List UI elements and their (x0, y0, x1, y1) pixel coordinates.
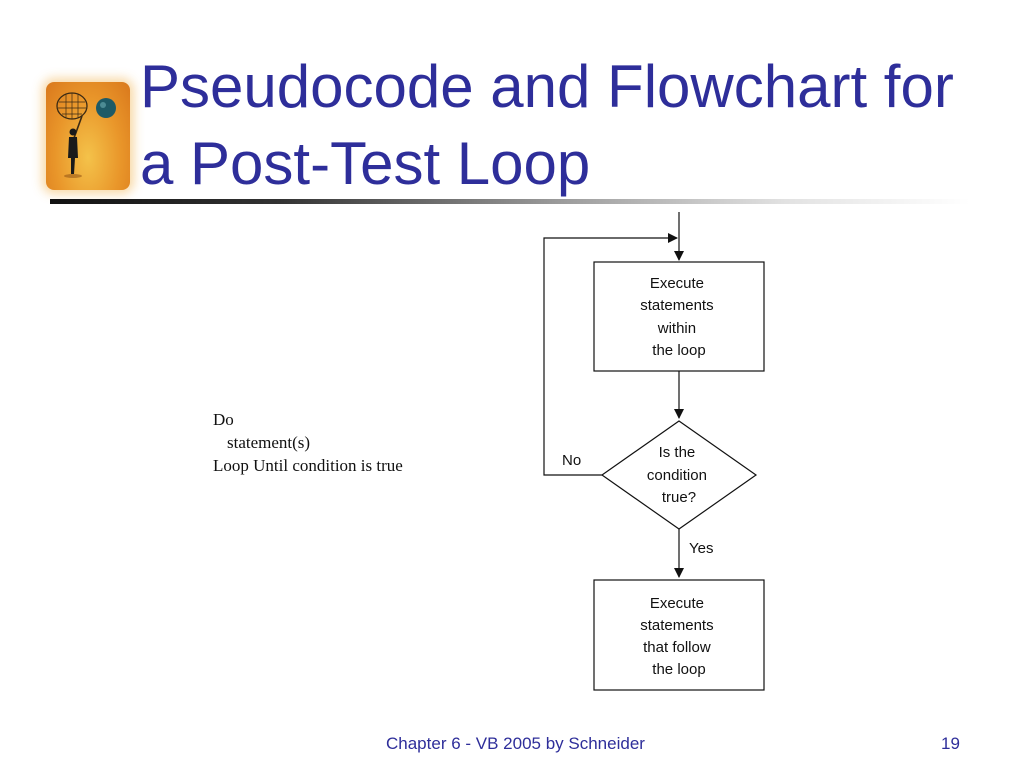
title-divider (50, 199, 970, 204)
pseudocode-line: statement(s) (227, 433, 311, 452)
box2-text: Execute statements that follow the loop (640, 595, 718, 678)
person-catching-globe-with-net-icon (56, 92, 116, 178)
title-line-2: a Post-Test Loop (140, 130, 591, 197)
process-box-loop-body (593, 261, 765, 372)
no-label: No (562, 452, 581, 469)
process-box-after-loop (593, 579, 765, 691)
pseudocode-line: Do (213, 410, 234, 429)
page-number: 19 (941, 734, 960, 753)
pseudocode-block: Do statement(s) Loop Until condition is … (213, 408, 403, 477)
title-line-1: Pseudocode and Flowchart for (140, 53, 954, 120)
footer-text: Chapter 6 - VB 2005 by Schneider (386, 734, 645, 753)
flowchart: Execute statements within the loop Is th… (543, 212, 765, 691)
box1-text: Execute statements within the loop (640, 275, 718, 359)
no-loop-back-arrow (543, 233, 678, 476)
yes-label: Yes (689, 540, 713, 557)
decision-text: Is the condition true? (647, 444, 711, 506)
logo-image (46, 82, 130, 190)
pseudocode-line: Loop Until condition is true (213, 456, 403, 475)
slide-title: Pseudocode and Flowchart for a Post-Test… (140, 48, 1010, 202)
